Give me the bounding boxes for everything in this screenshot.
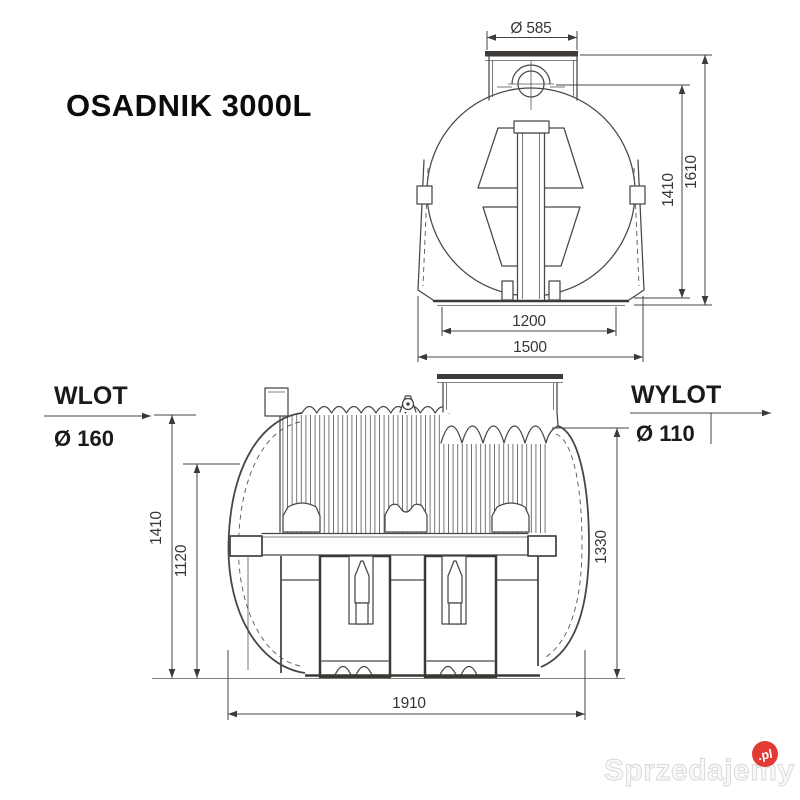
left-end-cap (227, 412, 306, 674)
corrugated-top-left (301, 405, 450, 414)
support-pedestal-3 (491, 502, 530, 533)
right-lug-side (527, 535, 557, 557)
left-foot-front (501, 280, 514, 301)
block2-feet-arches (430, 665, 491, 676)
vent-cone (399, 395, 417, 413)
corrugated-top-right (440, 425, 559, 444)
left-lug-side (229, 535, 263, 557)
bottom-block-1 (318, 554, 392, 679)
manhole-neck-front (485, 51, 578, 101)
watermark-badge (752, 741, 778, 767)
right-end-cap (540, 425, 590, 668)
dim-label-1410-side: 1410 (148, 511, 165, 545)
base-skirt-front (416, 159, 646, 306)
manhole-lid-side (437, 374, 563, 379)
outlet-annotation: WYLOT Ø 110 (630, 381, 772, 446)
dim-label-1910: 1910 (392, 695, 426, 712)
support-pedestal-1 (282, 502, 321, 533)
page-title: OSADNIK 3000L (66, 88, 312, 123)
manhole-lid-front (485, 51, 578, 57)
support-pedestal-2 (384, 503, 428, 533)
dim-body-height-front: 1410 (556, 84, 690, 299)
lower-panels (247, 556, 539, 673)
dim-label-1330: 1330 (593, 530, 610, 564)
watermark: Sprzedajemy .pl (604, 741, 795, 787)
dim-label-1500: 1500 (513, 339, 547, 356)
mid-flange-band (229, 502, 557, 557)
dim-total-length: 1910 (227, 650, 586, 720)
outlet-diameter: Ø 110 (636, 421, 695, 446)
lower-baffle (482, 206, 581, 267)
dim-lid-diameter: Ø 585 (486, 20, 578, 50)
dim-label-1120: 1120 (173, 544, 190, 577)
dim-total-height-side: 1410 (148, 414, 196, 679)
dim-outlet-height: 1330 (552, 427, 629, 679)
central-column-front (513, 120, 550, 302)
vent-cap-front (497, 60, 565, 110)
dim-base-inner: 1200 (441, 307, 617, 336)
front-view: Ø 585 1610 1410 1200 1500 (416, 20, 712, 362)
inlet-label: WLOT (54, 382, 128, 410)
dim-label-585: Ø 585 (510, 20, 551, 37)
right-foot-front (548, 280, 561, 301)
inlet-diameter: Ø 160 (54, 426, 114, 451)
dim-label-1610: 1610 (683, 155, 700, 189)
side-view: WLOT Ø 160 WYLOT Ø 110 1410 1120 1330 (44, 374, 772, 720)
bottom-block-2 (423, 554, 498, 679)
dim-total-height-front: 1610 (580, 54, 712, 306)
watermark-suffix: .pl (757, 747, 774, 763)
dim-label-1410-front: 1410 (660, 173, 677, 207)
inlet-stub (264, 387, 289, 417)
left-lug-front (416, 185, 433, 205)
inlet-annotation: WLOT Ø 160 (44, 382, 152, 451)
block1-feet-arches (325, 665, 385, 676)
dim-inlet-height: 1120 (173, 463, 240, 679)
right-lug-front (629, 185, 646, 205)
dim-label-1200: 1200 (512, 313, 546, 330)
manhole-neck-side (437, 374, 563, 427)
dim-base-outer: 1500 (417, 296, 644, 362)
outlet-label: WYLOT (631, 381, 721, 409)
